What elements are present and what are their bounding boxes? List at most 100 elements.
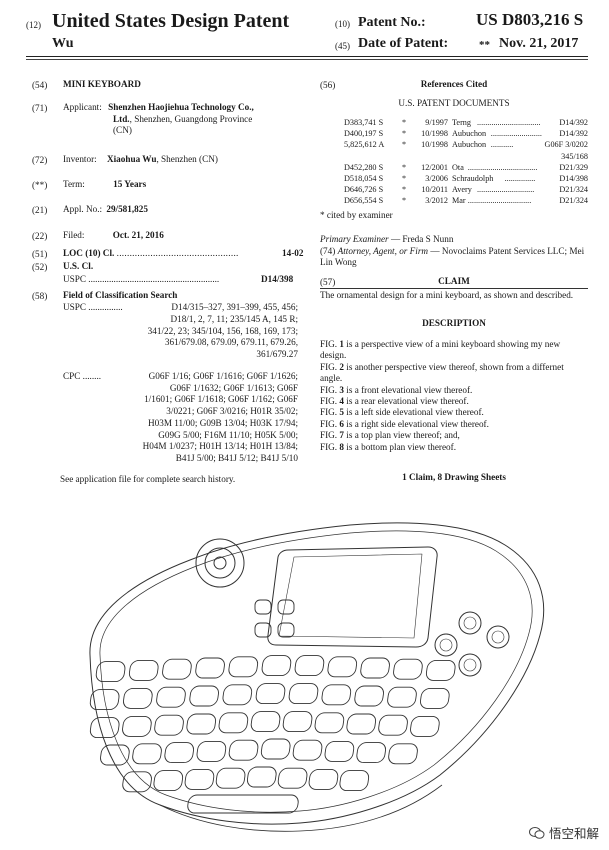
reference-name: Avery bbox=[452, 185, 472, 195]
key bbox=[277, 767, 308, 789]
applicant-name-2: Ltd. bbox=[113, 113, 130, 124]
reference-name: Aubuchon bbox=[452, 129, 487, 139]
inventor-block: Inventor: Xiaohua Wu, Shenzhen (CN) bbox=[63, 154, 308, 166]
reference-cls: D14/398 bbox=[559, 174, 588, 183]
reference-cls: D21/324 bbox=[559, 196, 588, 206]
key bbox=[354, 685, 384, 707]
key bbox=[282, 711, 313, 733]
patent-no-label: Patent No.: bbox=[358, 15, 426, 30]
touchpad-inner bbox=[278, 553, 423, 639]
applicant-name: Shenzhen Haojiehua Technology Co., bbox=[108, 102, 254, 112]
key bbox=[186, 713, 217, 735]
inventor-name: Xiaohua Wu bbox=[106, 154, 157, 164]
key bbox=[378, 714, 408, 736]
key bbox=[346, 713, 377, 735]
reference-cls: 345/168 bbox=[561, 151, 588, 161]
cpc-line: 1/1601; G06F 1/1618; G06F 1/162; G06F bbox=[144, 394, 298, 405]
cpc-line: G06F 1/16; G06F 1/1616; G06F 1/1626; bbox=[148, 371, 298, 381]
reference-dots: ............... bbox=[504, 174, 536, 183]
function-key bbox=[277, 622, 295, 638]
loc-label: LOC (10) Cl. bbox=[63, 248, 115, 258]
key bbox=[292, 739, 323, 761]
claim-title: CLAIM bbox=[438, 276, 470, 286]
key bbox=[89, 717, 120, 739]
cpc-line: 3/0221; G06F 3/0216; H01R 35/02; bbox=[166, 406, 298, 417]
keyboard-drawing bbox=[89, 522, 545, 832]
watermark-text: 悟空和解 bbox=[548, 826, 599, 841]
reference-star: * bbox=[402, 118, 407, 127]
cited-by-examiner: * cited by examiner bbox=[320, 210, 393, 220]
joystick-inner bbox=[204, 547, 236, 579]
reference-cls: D14/392 bbox=[559, 129, 588, 139]
figure-entry: FIG. 6 is a right side elevational view … bbox=[320, 418, 489, 429]
reference-star: * bbox=[402, 140, 407, 150]
reference-date: 12/2001 bbox=[421, 162, 448, 172]
key bbox=[393, 658, 423, 680]
patent-no-code: (10) bbox=[335, 19, 350, 29]
figure-entry: FIG. 4 is a rear elevational view thereo… bbox=[320, 396, 469, 407]
button-left bbox=[434, 633, 458, 657]
reference-no: D452,280 S bbox=[344, 162, 384, 172]
key bbox=[387, 686, 417, 708]
button-right bbox=[486, 625, 510, 649]
key bbox=[339, 770, 370, 792]
key bbox=[425, 659, 456, 681]
key bbox=[261, 655, 292, 677]
joystick-center bbox=[213, 556, 227, 570]
claim-text: The ornamental design for a mini keyboar… bbox=[320, 290, 574, 300]
key bbox=[95, 661, 126, 683]
search-cpc-lines: G06F 1/16; G06F 1/1616; G06F 1/1626; G06… bbox=[104, 371, 298, 465]
key bbox=[215, 767, 246, 789]
figure-entry: FIG. 2 is another perspective view there… bbox=[320, 361, 564, 384]
space-key bbox=[187, 794, 299, 814]
field-code-56: (56) bbox=[320, 80, 336, 90]
date-code: (45) bbox=[335, 41, 350, 51]
loc-dots: ........................................… bbox=[116, 248, 239, 258]
key bbox=[154, 714, 184, 736]
examiner-block: Primary Examiner — Freda S Nunn bbox=[320, 234, 588, 245]
header-rule-thin bbox=[26, 59, 588, 60]
joystick-outer bbox=[195, 538, 245, 588]
claim-rule bbox=[320, 288, 588, 289]
watermark: 悟空和解 bbox=[528, 823, 599, 842]
term-label: Term: bbox=[63, 179, 85, 189]
examiner-name: — Freda S Nunn bbox=[388, 234, 454, 244]
reference-star: * bbox=[402, 185, 407, 195]
uspc-dots: ........................................… bbox=[88, 274, 220, 284]
keyboard-body-outline bbox=[89, 522, 545, 825]
reference-name: Mar bbox=[452, 196, 466, 206]
reference-cls: D14/392 bbox=[559, 118, 588, 127]
reference-date: 9/1997 bbox=[425, 118, 448, 127]
function-key bbox=[254, 599, 272, 615]
reference-cls: D21/324 bbox=[559, 185, 588, 195]
search-cpc-label: CPC ........ bbox=[63, 371, 102, 381]
function-key bbox=[277, 599, 295, 615]
filed-value: Oct. 21, 2016 bbox=[112, 230, 164, 240]
applicant-location: , Shenzhen, Guangdong Province bbox=[129, 113, 253, 124]
figure-entry: FIG. 5 is a left side elevational view t… bbox=[320, 407, 484, 418]
reference-cls: G06F 3/0202 bbox=[544, 140, 588, 150]
attorney-block: (74) Attorney, Agent, or Firm — Novoclai… bbox=[320, 246, 588, 269]
term-value: 15 Years bbox=[113, 179, 147, 189]
key bbox=[123, 687, 153, 709]
key bbox=[321, 684, 352, 706]
appl-no-block: Appl. No.: 29/581,825 bbox=[63, 204, 308, 216]
uspc-label: USPC bbox=[63, 274, 86, 284]
applicant-label: Applicant: bbox=[63, 102, 102, 112]
claims-summary: 1 Claim, 8 Drawing Sheets bbox=[402, 472, 506, 482]
key bbox=[314, 712, 345, 734]
figure-entry: FIG. 1 is a perspective view of a mini k… bbox=[320, 339, 561, 361]
key bbox=[89, 689, 120, 711]
reference-no: D400,197 S bbox=[344, 129, 384, 139]
figure-entry: FIG. 7 is a top plan view thereof; and, bbox=[320, 430, 460, 441]
button-top bbox=[458, 611, 482, 635]
wechat-icon bbox=[528, 826, 545, 839]
date-stars: ** bbox=[479, 39, 490, 51]
reference-cls: D21/329 bbox=[559, 162, 588, 172]
key bbox=[228, 739, 259, 761]
key bbox=[195, 657, 225, 679]
field-code-21: (21) bbox=[32, 205, 48, 215]
appl-no-label: Appl. No.: bbox=[63, 204, 103, 214]
key bbox=[156, 686, 186, 708]
key bbox=[162, 658, 192, 680]
